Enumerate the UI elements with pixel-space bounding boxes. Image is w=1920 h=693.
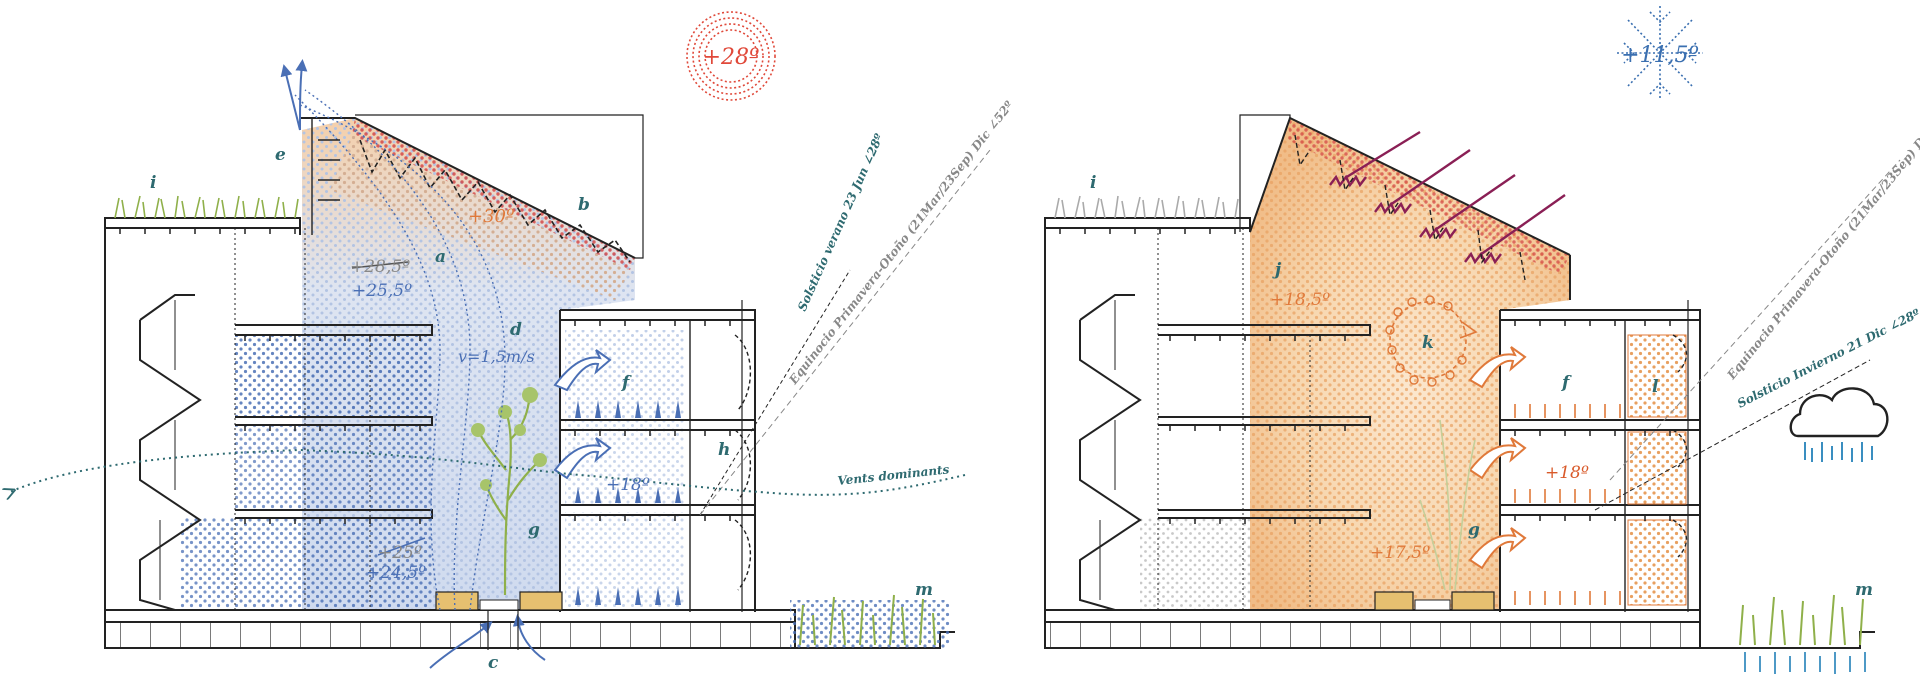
winter-roof-teeth <box>1059 228 1671 524</box>
winter-label-j: j <box>1272 260 1282 280</box>
winter-label-i: i <box>1090 173 1096 193</box>
summer-roof-heat <box>352 118 635 270</box>
winter-floor-heating <box>1514 404 1621 605</box>
winter-solstice-angle: Solsticio Invierno 21 Dic ∠28º <box>1735 306 1920 411</box>
winter-planters <box>1374 591 1495 611</box>
winter-bottom-temperature: +17,5º <box>1370 543 1430 563</box>
winter-solar-rays <box>1329 130 1566 265</box>
summer-right-floor-plants <box>565 330 685 607</box>
summer-prevailing-winds <box>10 448 966 495</box>
summer-stack-airflow <box>280 59 506 611</box>
winter-exterior-vegetation <box>1739 594 1866 674</box>
winter-atrium-grass <box>1419 419 1476 591</box>
label-m: m <box>915 580 933 600</box>
label-a: a <box>435 247 446 267</box>
summer-crossflow-arrows <box>553 349 612 480</box>
summer-strike-bottom <box>377 537 426 556</box>
winter-label-l: l <box>1652 377 1659 397</box>
summer-right-temperature: +18º <box>606 475 650 495</box>
label-g: g <box>528 520 540 540</box>
winter-atrium-temperature: +18,5º <box>1270 290 1330 310</box>
summer-floor3-cool <box>180 518 432 608</box>
summer-planters <box>435 591 563 611</box>
winter-heat-arrows <box>1468 346 1527 570</box>
winter-label-f: f <box>1561 373 1572 393</box>
label-h: h <box>718 440 730 460</box>
winter-label-g: g <box>1468 520 1480 540</box>
summer-chimney-ladder <box>311 118 340 235</box>
winter-sun-angle-lines <box>1594 159 1901 511</box>
snow-temperature: +11,5º <box>1621 43 1699 68</box>
winter-roof-heat <box>1288 118 1570 275</box>
summer-roof-shading <box>359 139 631 263</box>
winter-label-k: k <box>1422 333 1434 353</box>
summer-equinox-angle: Equinocio Primavera-Otoño (21Mar/23Sep) … <box>786 98 1016 387</box>
summer-green-roof <box>114 195 299 219</box>
summer-foundation-cells <box>105 622 795 648</box>
summer-floor1-cool <box>235 335 432 417</box>
summer-atrium-tree <box>471 387 547 596</box>
winter-right-temperature: +18º <box>1545 463 1589 483</box>
summer-roof-temperature: +30º <box>468 206 515 227</box>
summer-facade-louvres <box>734 334 752 591</box>
winter-ground-floor-grey <box>1140 518 1250 610</box>
sun-temperature: +28º <box>703 45 760 70</box>
label-f: f <box>621 373 632 393</box>
summer-section: +28º e i b a d f h g c m +30º +28,5º +25… <box>10 11 1016 673</box>
winter-foundation-cells <box>1045 622 1700 648</box>
winter-convection-dots <box>1385 295 1467 387</box>
winter-green-roof <box>1054 195 1239 219</box>
summer-velocity: v=1,5m/s <box>458 347 535 366</box>
summer-roof-warm <box>330 135 630 300</box>
summer-top-temperature: +25,5º <box>352 281 412 301</box>
summer-winds-label: Vents dominants <box>837 462 950 488</box>
summer-struck-top-temperature: +28,5º <box>350 257 410 277</box>
label-e: e <box>275 145 286 165</box>
summer-sun-angle-lines <box>699 149 991 516</box>
sun-icon <box>686 11 776 101</box>
summer-floor2-cool <box>235 425 432 510</box>
snowflake-icon <box>1617 6 1703 100</box>
label-b: b <box>578 195 590 215</box>
summer-struck-bottom-temperature: +25º <box>378 543 422 563</box>
winter-convection-loop <box>1389 301 1478 379</box>
winter-atrium-dots <box>1250 118 1570 612</box>
winter-label-m: m <box>1855 580 1873 600</box>
summer-strike-top <box>351 261 409 269</box>
winter-facade-louvres <box>1672 334 1688 558</box>
label-c: c <box>488 653 499 673</box>
winter-equinox-angle: Equinocio Primavera-Otoño (21Mar/23Sep) … <box>1724 97 1920 383</box>
winter-facade-panels <box>1627 334 1687 606</box>
rain-cloud-icon <box>1789 387 1889 462</box>
label-d: d <box>510 320 522 340</box>
summer-exterior-vegetation <box>790 594 950 648</box>
summer-ground-air-intake <box>429 610 546 669</box>
summer-bottom-temperature: +24,5º <box>366 563 426 583</box>
summer-roof-teeth <box>119 228 731 524</box>
label-i: i <box>150 173 156 193</box>
winter-section: +11,5º i j k f l g m +18,5º +18º +17,5º … <box>1044 6 1920 674</box>
